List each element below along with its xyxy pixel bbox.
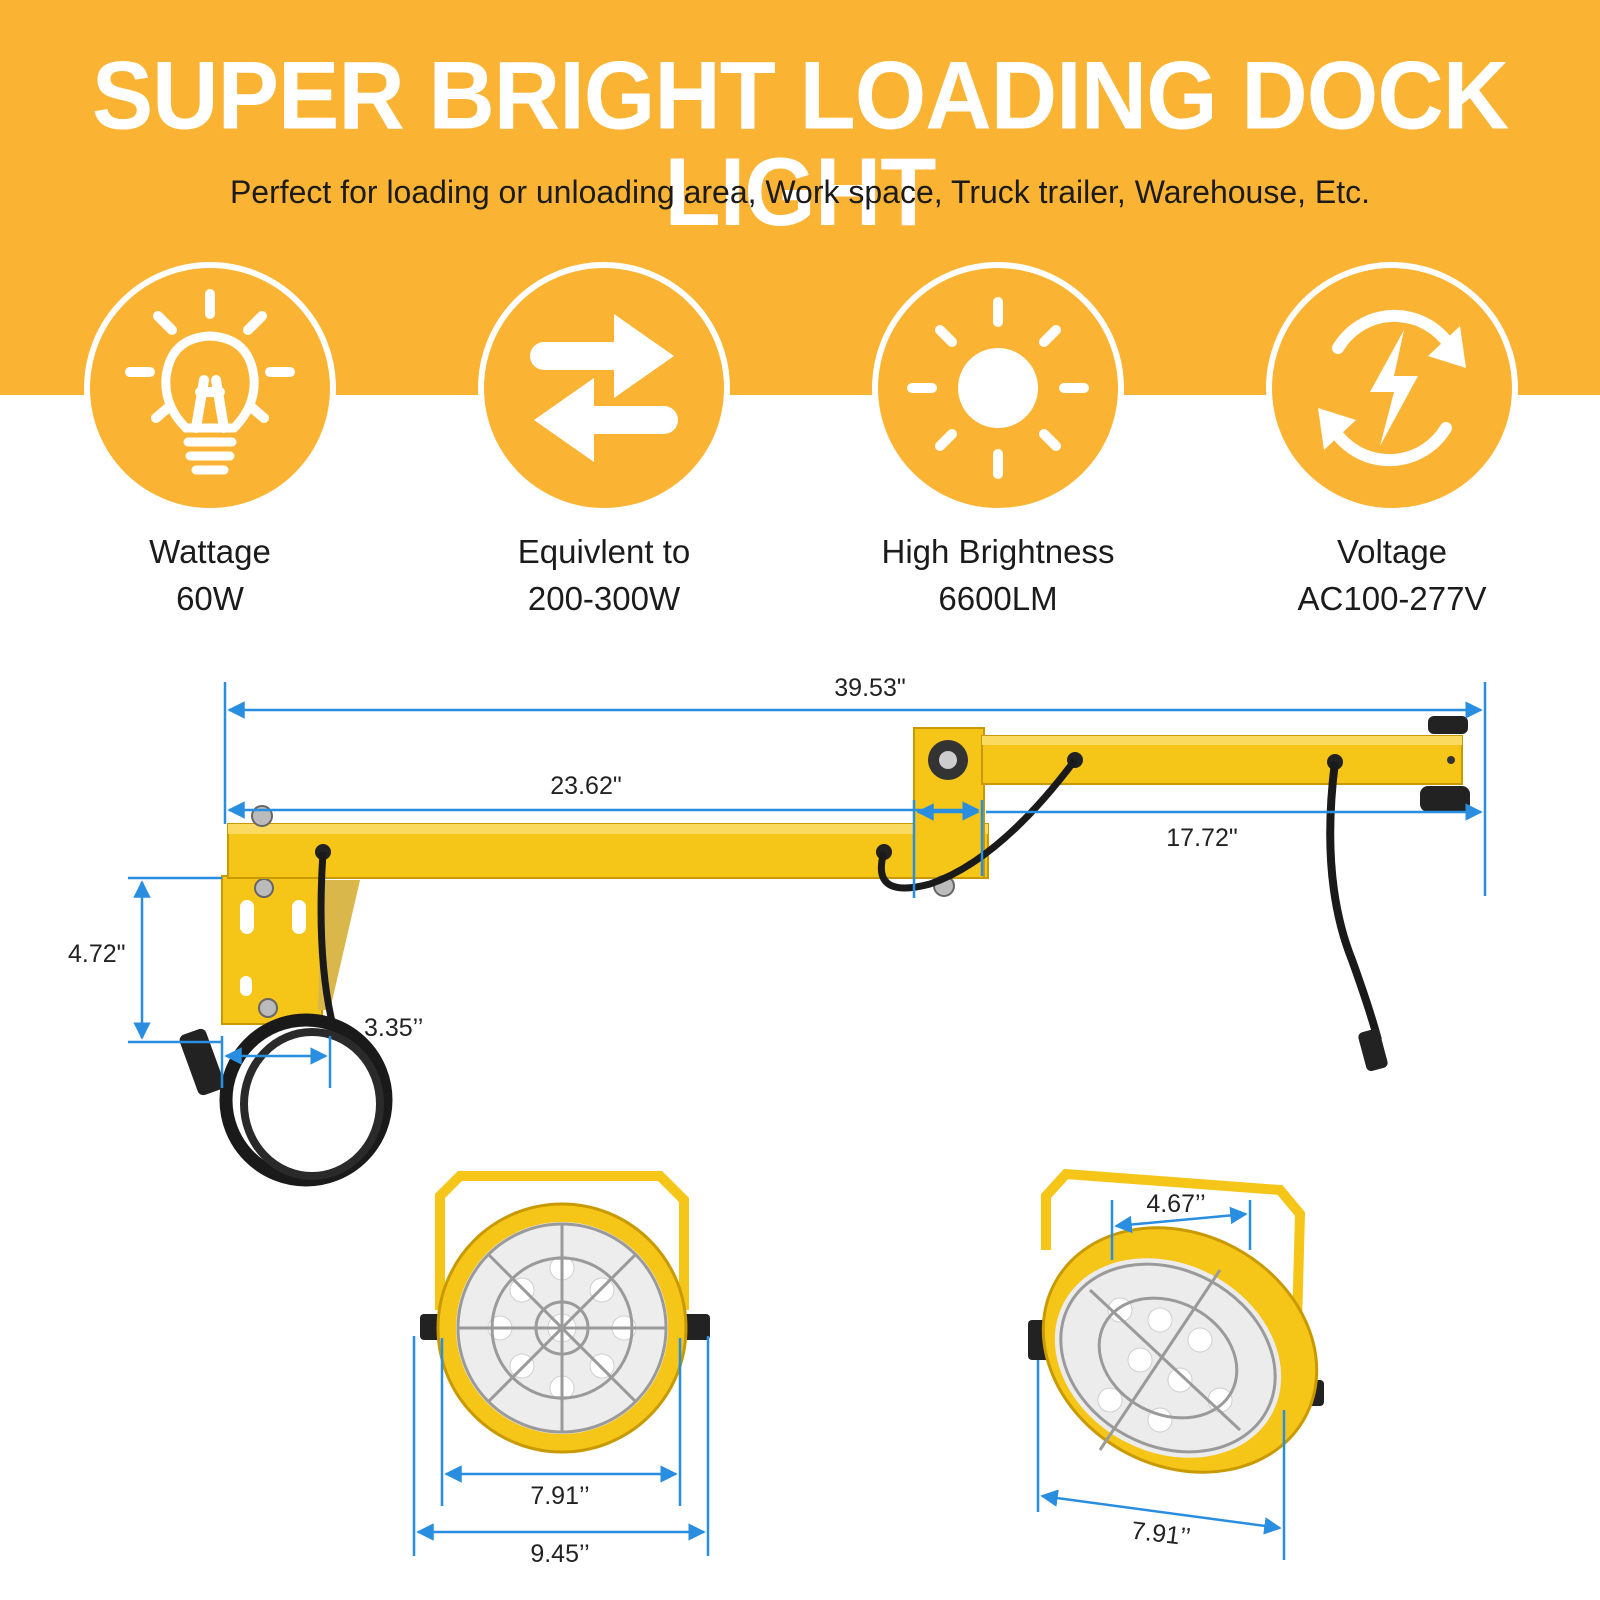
feature-value: 200-300W	[527, 580, 681, 617]
page-subtitle: Perfect for loading or unloading area, W…	[229, 174, 1371, 210]
light-bulb-icon	[84, 262, 336, 514]
dim-lamp-side-top: 4.67’’	[1146, 1190, 1205, 1218]
dim-lamp-side-bottom: 7.91’’	[1130, 1517, 1192, 1552]
feature-label: Wattage	[149, 533, 271, 570]
feature-equivalent: Equivlent to 200-300W	[424, 262, 784, 622]
feature-value: 60W	[176, 580, 244, 617]
dim-total-length: 39.53"	[834, 674, 905, 702]
feature-value: 6600LM	[938, 580, 1058, 617]
feature-wattage: Wattage 60W	[30, 262, 390, 622]
page-title: SUPER BRIGHT LOADING DOCK LIGHT	[91, 42, 1509, 246]
lamp-side-view	[1028, 1168, 1324, 1474]
lamp-front-view	[420, 1171, 710, 1454]
dimension-lines	[128, 682, 1487, 1560]
dim-lamp-front-inner: 7.91’’	[530, 1482, 589, 1510]
sun-icon	[872, 262, 1124, 514]
swap-arrows-icon	[478, 262, 730, 514]
power-cycle-icon	[1266, 262, 1518, 514]
feature-label: High Brightness	[881, 533, 1115, 570]
feature-value: AC100-277V	[1297, 580, 1487, 617]
feature-voltage: Voltage AC100-277V	[1212, 262, 1572, 622]
dim-outer-arm: 17.72"	[1166, 824, 1237, 852]
dock-light-arm	[179, 716, 1470, 1187]
dim-lamp-front-outer: 9.45’’	[530, 1540, 589, 1568]
feature-brightness: High Brightness 6600LM	[818, 262, 1178, 622]
dim-bracket-width: 3.35’’	[364, 1014, 423, 1042]
feature-label: Voltage	[1336, 533, 1448, 570]
dim-inner-arm: 23.62"	[550, 772, 621, 800]
dim-bracket-height: 4.72"	[68, 940, 126, 968]
feature-label: Equivlent to	[517, 533, 691, 570]
